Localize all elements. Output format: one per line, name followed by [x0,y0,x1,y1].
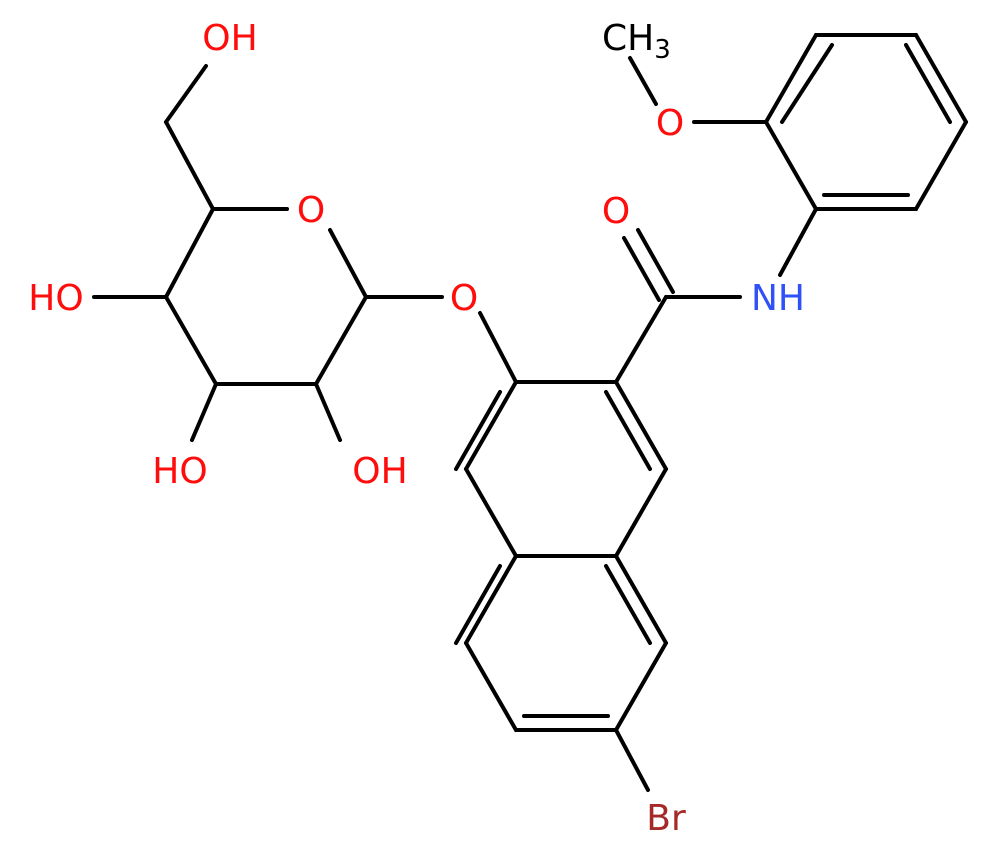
carbonyl-oxygen-label: O [602,191,630,232]
bond [778,207,818,277]
atom-labels: OH O HO O HO OH O NH O CH3 Br [28,18,805,839]
bond [454,564,502,645]
bond [454,390,502,471]
bond [764,33,818,124]
bond [164,295,218,386]
methyl-label: CH3 [602,18,671,65]
c3-hydroxyl-label: HO [152,451,207,492]
bond [614,467,668,558]
hydroxymethyl-oh-label: OH [202,18,257,59]
methyl-subscript: 3 [654,35,671,65]
bond [314,295,368,386]
amide-nh-label: NH [751,278,805,319]
bond [164,120,215,211]
bond [464,554,518,645]
bond [314,382,342,442]
c4-hydroxyl-label: HO [28,278,83,319]
bond [464,467,518,558]
bond [614,641,668,732]
bond [914,33,968,124]
bond [622,236,661,302]
bond [464,641,518,732]
bond [604,390,652,471]
bond [164,207,215,299]
bond [628,56,658,106]
bond [780,43,834,124]
bond [764,120,818,211]
bond [636,228,675,294]
bond [478,311,518,384]
ring-oxygen-label: O [297,190,325,231]
bond [604,564,652,645]
bond [190,382,218,442]
bond [614,554,668,645]
methyl-ch-text: CH [602,18,654,59]
c2-hydroxyl-label: OH [352,451,407,492]
bond [614,380,668,471]
bond [464,380,518,471]
methoxy-oxygen-label: O [656,103,684,144]
glycosidic-oxygen-label: O [450,278,478,319]
bond [614,295,668,384]
bond [914,120,968,211]
bromine-label: Br [646,798,686,839]
bond [164,64,208,124]
bond [328,228,368,299]
bond [904,43,952,124]
bonds [92,33,968,792]
bond [614,728,650,792]
